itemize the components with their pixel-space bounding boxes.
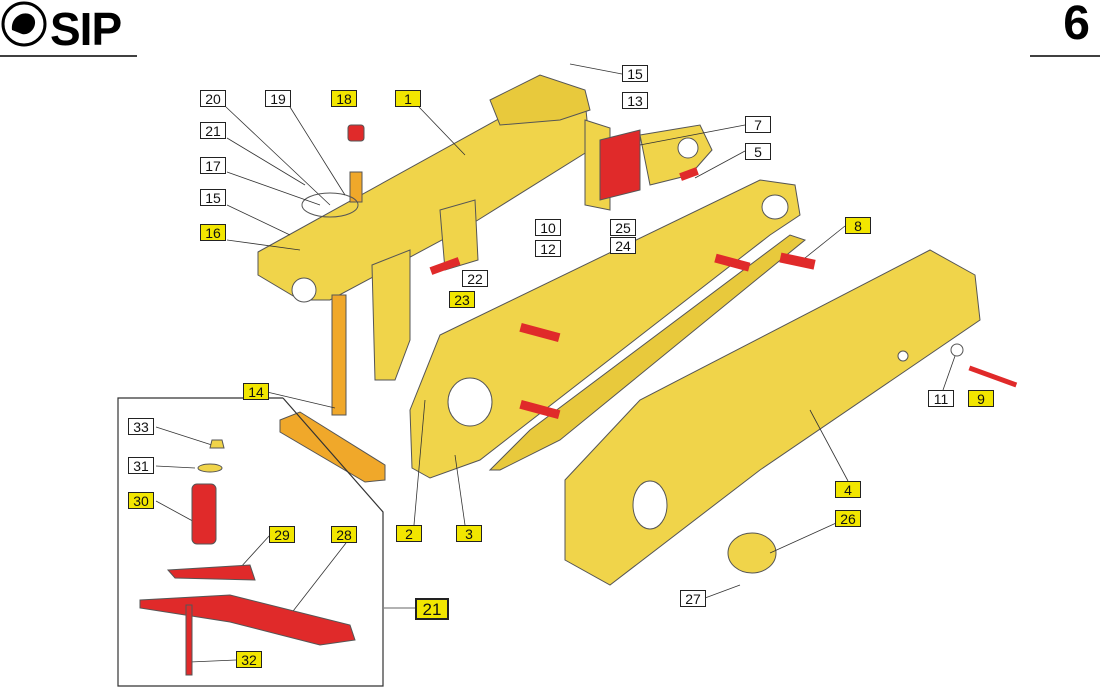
callout-1: 1 [395,90,421,107]
hitch-bracket-part [371,249,411,381]
callout-32: 32 [236,651,262,668]
support-post-part [331,294,347,416]
callout-26: 26 [835,510,861,527]
callout-24: 24 [610,237,636,254]
callout-5: 5 [745,143,771,160]
callout-28: 28 [331,526,357,543]
callout-13: 13 [622,92,648,109]
callout-14: 14 [243,383,269,400]
page-number: 6 [1063,0,1090,50]
callout-22: 22 [462,270,488,287]
callout-2: 2 [396,525,422,542]
callout-8: 8 [845,217,871,234]
callout-20: 20 [200,90,226,107]
inset-frame [117,397,384,687]
callout-29: 29 [269,526,295,543]
callout-23: 23 [449,291,475,308]
callout-21-assembly: 21 [415,598,449,620]
callout-25: 25 [610,219,636,236]
callout-27: 27 [680,590,706,607]
callout-16: 16 [200,224,226,241]
callout-4: 4 [835,481,861,498]
callout-11: 11 [928,390,954,407]
callout-30: 30 [128,492,154,509]
callout-19: 19 [265,90,291,107]
callout-7: 7 [745,116,771,133]
callout-9: 9 [968,390,994,407]
callout-21: 21 [200,122,226,139]
callout-17: 17 [200,157,226,174]
callout-10: 10 [535,219,561,236]
arm-plate-part [409,179,801,479]
callout-18: 18 [331,90,357,107]
callout-15: 15 [200,189,226,206]
callout-15: 15 [622,65,648,82]
callout-12: 12 [535,240,561,257]
callout-3: 3 [456,525,482,542]
callout-31: 31 [128,457,154,474]
callout-33: 33 [128,418,154,435]
brand-logo-text: SIP [50,3,122,55]
chain-cover-part [564,249,981,586]
sip-logo-icon [1,1,47,47]
